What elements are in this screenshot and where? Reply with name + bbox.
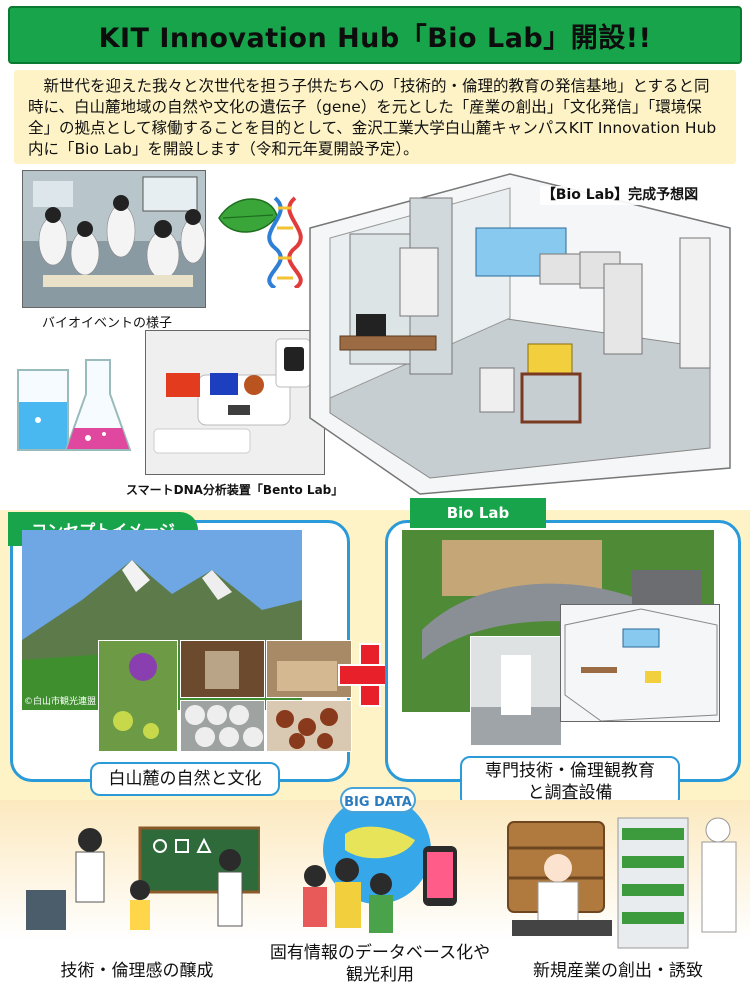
database-tourism-label: 固有情報のデータベース化や観光利用 [262, 942, 498, 986]
education-illustration [26, 826, 260, 930]
lab-work-photo [470, 636, 562, 746]
header-banner: KIT Innovation Hub「Bio Lab」開設!! [8, 6, 742, 64]
education-equipment-label: 専門技術・倫理観教育と調査設備 [460, 756, 680, 808]
intro-panel: 新世代を迎えた我々と次世代を担う子供たちへの「技術的・倫理的教育の発信基地」とす… [14, 70, 736, 164]
craft-photo-1 [180, 640, 265, 698]
bio-lab-rendering-label: 【Bio Lab】完成予想図 [540, 186, 700, 205]
craft-photo-2 [266, 640, 352, 698]
bio-lab-tag: Bio Lab [410, 498, 546, 528]
leaf-dna-illustration [218, 196, 303, 288]
big-data-illustration: BIG DATA [303, 787, 457, 933]
bio-event-caption: バイオイベントの様子 [42, 316, 173, 331]
food-photo-2 [266, 700, 352, 752]
copyright-label: ©白山市観光連盟 [24, 697, 97, 707]
bio-event-photo [22, 170, 206, 308]
industry-illustration [507, 817, 737, 949]
bento-lab-photo [145, 330, 325, 475]
bento-lab-caption: スマートDNA分析装置「Bento Lab」 [126, 483, 344, 497]
new-industry-label: 新規産業の創出・誘致 [508, 960, 728, 982]
nature-culture-label: 白山麓の自然と文化 [90, 762, 280, 796]
flask-illustration [17, 359, 132, 451]
bio-lab-tag-label: Bio Lab [446, 504, 510, 522]
intro-text: 新世代を迎えた我々と次世代を担う子供たちへの「技術的・倫理的教育の発信基地」とす… [28, 77, 717, 158]
bio-lab-rendering: 【Bio Lab】完成予想図 [300, 168, 740, 498]
food-photo-1 [180, 700, 265, 752]
page-title: KIT Innovation Hub「Bio Lab」開設!! [98, 22, 652, 54]
bio-lab-rendering-small [560, 604, 720, 722]
big-data-label: BIG DATA [344, 795, 412, 810]
flower-photo [98, 640, 178, 752]
ethics-label: 技術・倫理感の醸成 [32, 960, 242, 982]
